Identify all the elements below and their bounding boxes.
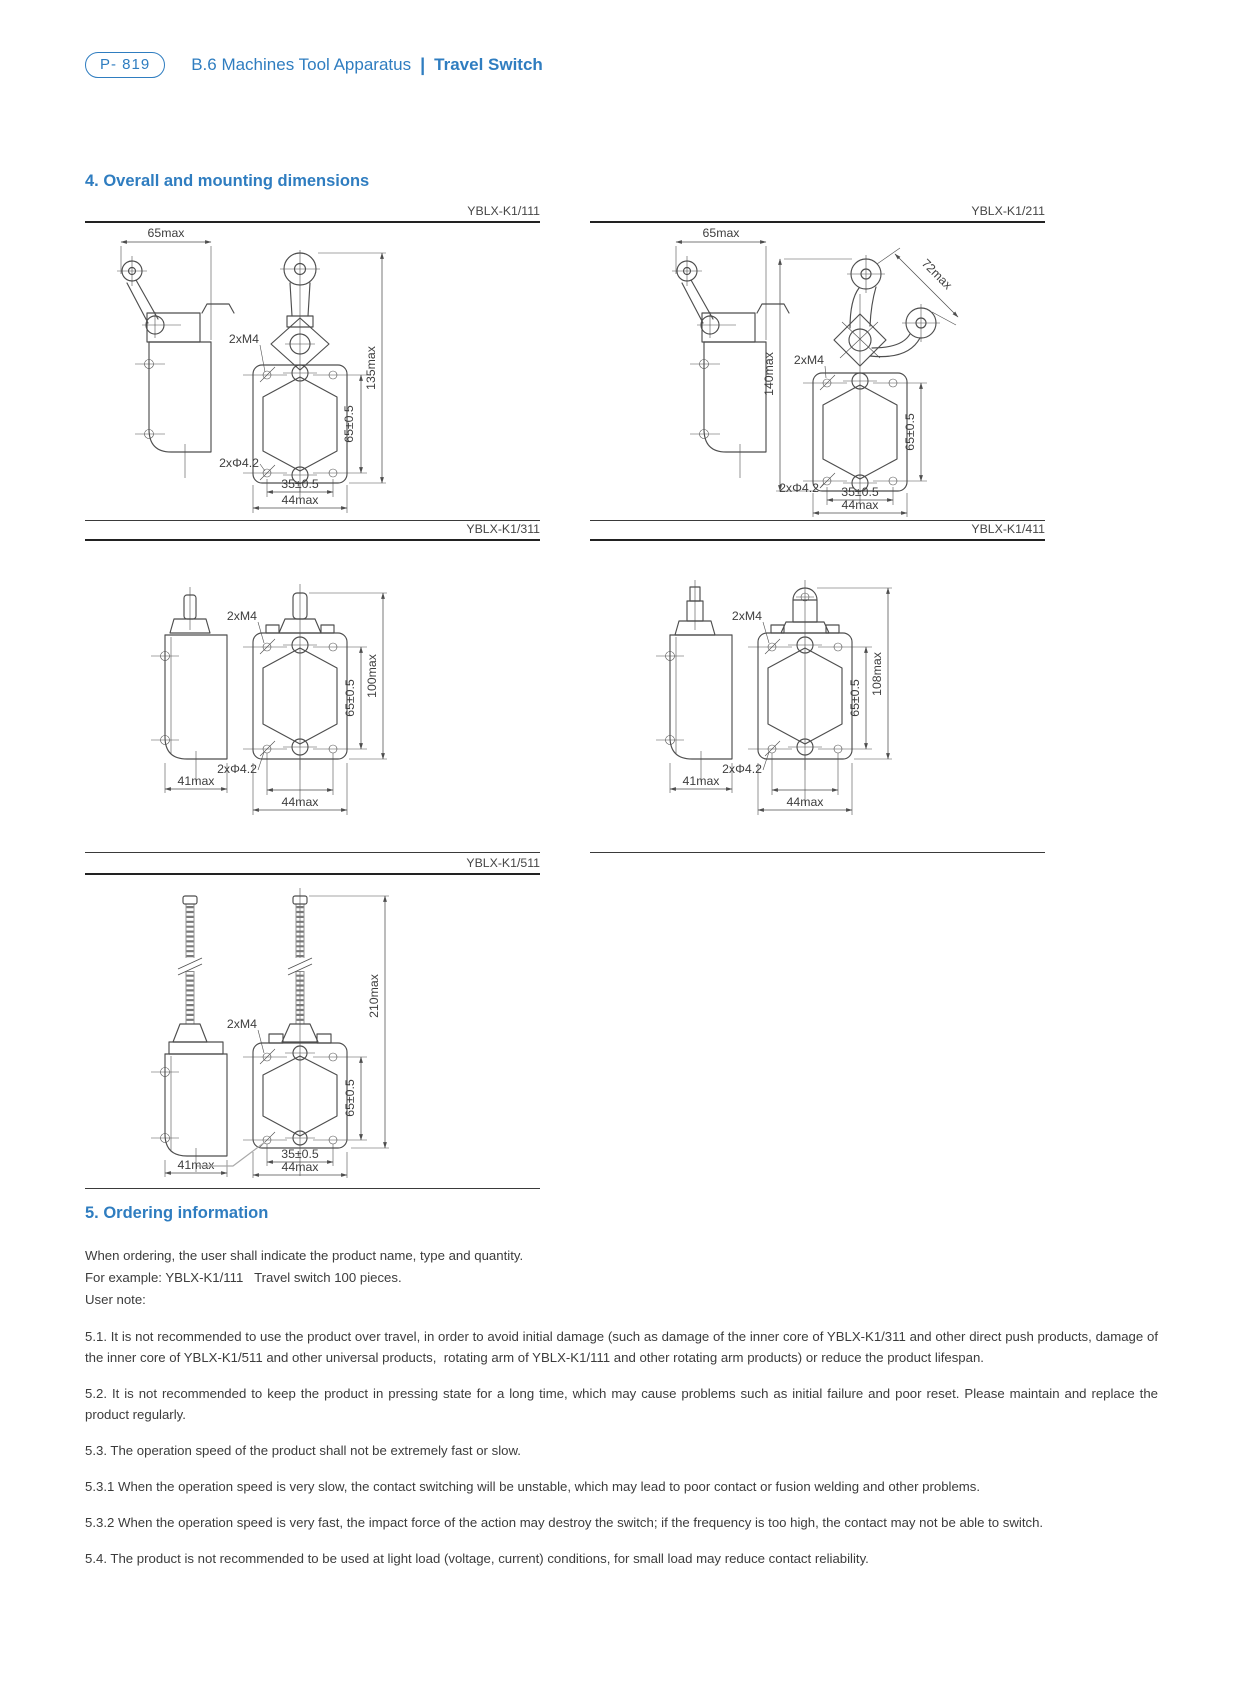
side-view: 65max [672,226,790,478]
dim-mount-holes: 2xΦ4.2 [779,481,819,495]
drawing-yblx-k1-111: 65max [117,226,386,513]
side-view: 41max [151,587,228,793]
panel-rule [590,221,1045,223]
user-note-5-3: 5.3. The operation speed of the product … [85,1443,521,1458]
dim-base-width: 44max [282,493,320,507]
dim-screws: 2xM4 [794,353,824,367]
section-5-title: 5. Ordering information [85,1204,269,1222]
dim-hole-pitch-v: 65±0.5 [903,413,917,451]
dimensions: 2xM4 65±0.5 100max 2xΦ4.2 44max [217,592,387,815]
page-header: P- 819 B.6 Machines Tool Apparatus | Tra… [85,52,543,78]
dimensions: 2xM4 65±0.5 108max 2xΦ4.2 44max [722,587,892,815]
panel-divider [590,520,1045,522]
side-view: 65max [117,226,235,478]
page-number-badge: P- 819 [85,52,166,78]
breadcrumb-category: B.6 Machines Tool Apparatus [191,55,412,74]
ordering-intro-line: User note: [85,1292,146,1307]
section-4-title: 4. Overall and mounting dimensions [85,172,370,190]
dim-top-width: 65max [148,226,186,240]
panel-rule [590,539,1045,541]
mount-hole-leader [197,1141,266,1167]
dim-base-width: 44max [842,498,880,512]
dim-roller-span: 72max [919,256,956,293]
front-view [243,250,367,498]
user-note-5-3-1: 5.3.1 When the operation speed is very s… [85,1479,981,1494]
panel-divider [590,852,1045,854]
dim-screws: 2xM4 [227,1017,257,1031]
dim-height: 210max [367,973,381,1018]
dimensions: 2xM4 65±0.5 135max 2xΦ4.2 35±0.5 44max [219,252,386,513]
user-note-5-1: 5.1. It is not recommended to use the pr… [85,1329,1158,1365]
dim-side-width: 41max [178,774,216,788]
front-view [748,580,872,804]
dim-screws: 2xM4 [732,609,762,623]
dim-height: 140max [762,351,776,396]
dimensions: 2xM4 210max 65±0.5 35±0.5 44max [197,895,389,1178]
dim-height: 100max [365,653,379,698]
dim-mount-holes: 2xΦ4.2 [219,456,259,470]
front-view [803,255,940,504]
front-view [243,888,367,1176]
model-label-411: YBLX-K1/411 [971,522,1045,536]
model-label-511: YBLX-K1/511 [466,856,540,870]
panel-rule [85,873,540,875]
side-view: 41max [656,580,733,793]
dim-screws: 2xM4 [227,609,257,623]
breadcrumb-separator: | [420,54,426,75]
front-view [243,584,367,804]
panel-rule [85,221,540,223]
panel-rule [85,539,540,541]
dim-height: 108max [870,651,884,696]
dim-hole-pitch-v: 65±0.5 [343,1079,357,1117]
dim-height: 135max [364,345,378,390]
dim-screws: 2xM4 [229,332,259,346]
drawing-yblx-k1-511: 41max 2xM4 210max [151,888,389,1178]
ordering-section: 5. Ordering information When ordering, t… [85,1204,1158,1569]
dim-side-width: 41max [178,1158,216,1172]
drawing-yblx-k1-311: 41max 2xM4 65±0.5 100max 2xΦ4.2 [151,584,387,815]
ordering-intro-line: For example: YBLX-K1/111 Travel switch 1… [85,1270,402,1285]
dim-hole-pitch-v: 65±0.5 [848,679,862,717]
panel-divider [85,1188,540,1190]
dim-side-width: 41max [683,774,721,788]
dim-hole-pitch-h: 35±0.5 [281,1147,319,1161]
user-note-5-3-2: 5.3.2 When the operation speed is very f… [85,1515,1044,1530]
model-label-311: YBLX-K1/311 [466,522,540,536]
panel-divider [85,852,540,854]
panel-divider [85,520,540,522]
user-note-5-4: 5.4. The product is not recommended to b… [85,1551,869,1566]
user-note-5-2: 5.2. It is not recommended to keep the p… [85,1386,1158,1422]
dim-hole-pitch-h: 35±0.5 [281,477,319,491]
dim-hole-pitch-v: 65±0.5 [343,679,357,717]
dim-mount-holes: 2xΦ4.2 [217,762,257,776]
page-title: Travel Switch [434,55,543,74]
model-label-111: YBLX-K1/111 [467,204,540,218]
dim-hole-pitch-v: 65±0.5 [342,405,356,443]
dim-hole-pitch-h: 35±0.5 [841,485,879,499]
drawing-yblx-k1-211: 65max [672,226,959,517]
dim-mount-holes: 2xΦ4.2 [722,762,762,776]
drawing-yblx-k1-411: 41max 2xM4 65±0.5 108max [656,580,892,815]
dim-base-width: 44max [282,795,320,809]
dim-base-width: 44max [282,1160,320,1174]
dim-top-width: 65max [703,226,741,240]
dim-base-width: 44max [787,795,825,809]
side-view: 41max [151,895,228,1177]
ordering-intro-line: When ordering, the user shall indicate t… [85,1248,524,1263]
model-label-211: YBLX-K1/211 [971,204,1045,218]
